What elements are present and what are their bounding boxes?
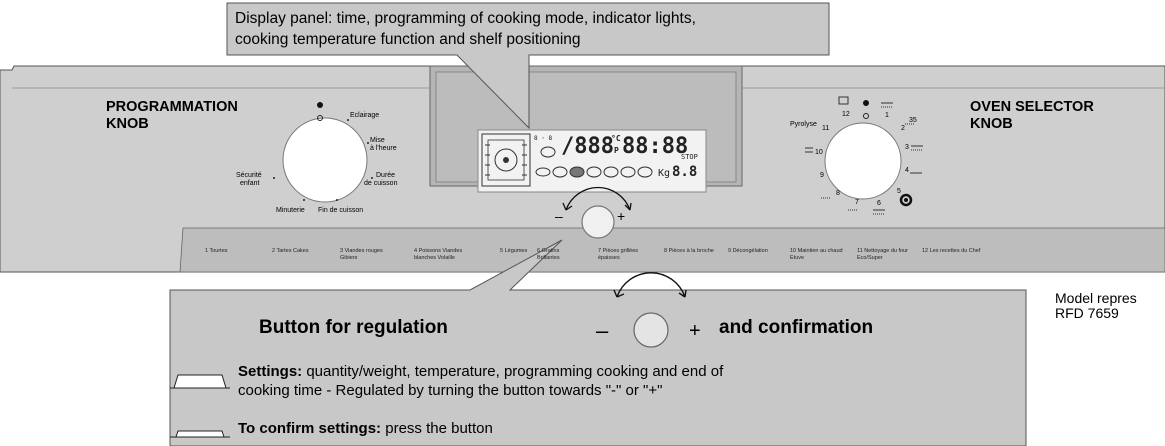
model-note-line2: RFD 7659 xyxy=(1055,305,1119,321)
button-callout-plus: + xyxy=(689,320,701,342)
label-12: 12 xyxy=(842,111,850,118)
program-12: 12 Les recettes du Chef xyxy=(922,248,981,254)
display-callout-line2: cooking temperature function and shelf p… xyxy=(235,31,581,48)
program-10: 10 Maintien au chaud Etuve xyxy=(790,248,843,261)
settings-text2: cooking time - Regulated by turning the … xyxy=(238,382,663,399)
lcd-unit-p: P xyxy=(614,146,619,155)
settings-text1: quantity/weight, temperature, programmin… xyxy=(302,363,724,380)
lcd-stop: STOP xyxy=(681,153,698,161)
label-1: 1 xyxy=(885,112,889,119)
program-9: 9 Décongélation xyxy=(728,248,768,254)
lcd-digits-time: 88:88 xyxy=(622,134,689,159)
label-securite-1: Sécurité xyxy=(236,172,262,179)
label-mise-1: Mise xyxy=(370,137,385,144)
label-7: 7 xyxy=(855,199,859,206)
program-5: 5 Légumes xyxy=(500,248,528,254)
programmation-knob-title-1: PROGRAMMATION xyxy=(106,99,238,115)
program-2: 2 Tartes Cakes xyxy=(272,248,309,254)
confirm-label: To confirm settings: xyxy=(238,420,382,437)
confirm-line: To confirm settings: press the button xyxy=(238,419,493,438)
lcd-digits-left: /888 xyxy=(561,134,614,159)
label-10: 10 xyxy=(815,149,823,156)
label-2: 2 xyxy=(901,125,905,132)
program-3: 3 Viandes rouges Gibiers xyxy=(340,248,383,261)
programmation-knob-title-2: KNOB xyxy=(106,116,149,132)
oven-selector-title-2: KNOB xyxy=(970,116,1013,132)
oven-selector-title-1: OVEN SELECTOR xyxy=(970,99,1094,115)
label-11: 11 xyxy=(822,125,830,132)
program-1: 1 Tourtes xyxy=(205,248,228,254)
program-8: 8 Pièces à la broche xyxy=(664,248,714,254)
label-duree-1: Durée xyxy=(376,172,396,179)
settings-line1: Settings: quantity/weight, temperature, … xyxy=(238,362,723,381)
label-6: 6 xyxy=(877,200,881,207)
regulation-button[interactable] xyxy=(582,206,614,238)
lcd-unit-c: °C xyxy=(611,134,621,143)
lcd-digits-weight: 8.8 xyxy=(672,164,698,180)
label-eclairage: Eclairage xyxy=(350,112,380,119)
label-3: 3 xyxy=(905,144,909,151)
label-9: 9 xyxy=(820,172,824,179)
label-35: 35 xyxy=(909,117,917,124)
button-callout-title-left: Button for regulation xyxy=(259,317,448,338)
program-4: 4 Poissons Viandes blanches Volaille xyxy=(414,248,463,261)
label-mise-2: à l'heure xyxy=(370,145,397,152)
label-4: 4 xyxy=(905,167,909,174)
label-securite-2: enfant xyxy=(240,180,260,187)
lcd-kg: Kg xyxy=(658,168,671,179)
model-note-line1: Model repres xyxy=(1055,290,1137,306)
program-11: 11 Nettoyage du four Eco/Super xyxy=(857,248,908,261)
lcd-small-indicators: 8 ◦ 8 xyxy=(534,135,553,142)
label-fin-cuisson: Fin de cuisson xyxy=(318,207,364,214)
panel-plus-sign: + xyxy=(617,208,626,224)
program-7: 7 Pièces grillées épaisses xyxy=(598,248,639,261)
settings-label: Settings: xyxy=(238,363,303,380)
panel-minus-sign: – xyxy=(555,208,563,224)
label-minuterie: Minuterie xyxy=(276,207,305,214)
confirm-text: press the button xyxy=(381,420,493,437)
button-callout-title-right: and confirmation xyxy=(719,317,874,338)
program-6: 6 Gratins Brillantes xyxy=(537,248,560,261)
label-duree-2: de cuisson xyxy=(364,180,398,187)
button-callout-minus: – xyxy=(596,318,609,343)
label-pyrolyse: Pyrolyse xyxy=(790,121,817,128)
display-callout-line1: Display panel: time, programming of cook… xyxy=(235,10,696,27)
label-5: 5 xyxy=(897,188,901,195)
label-8: 8 xyxy=(836,190,840,197)
